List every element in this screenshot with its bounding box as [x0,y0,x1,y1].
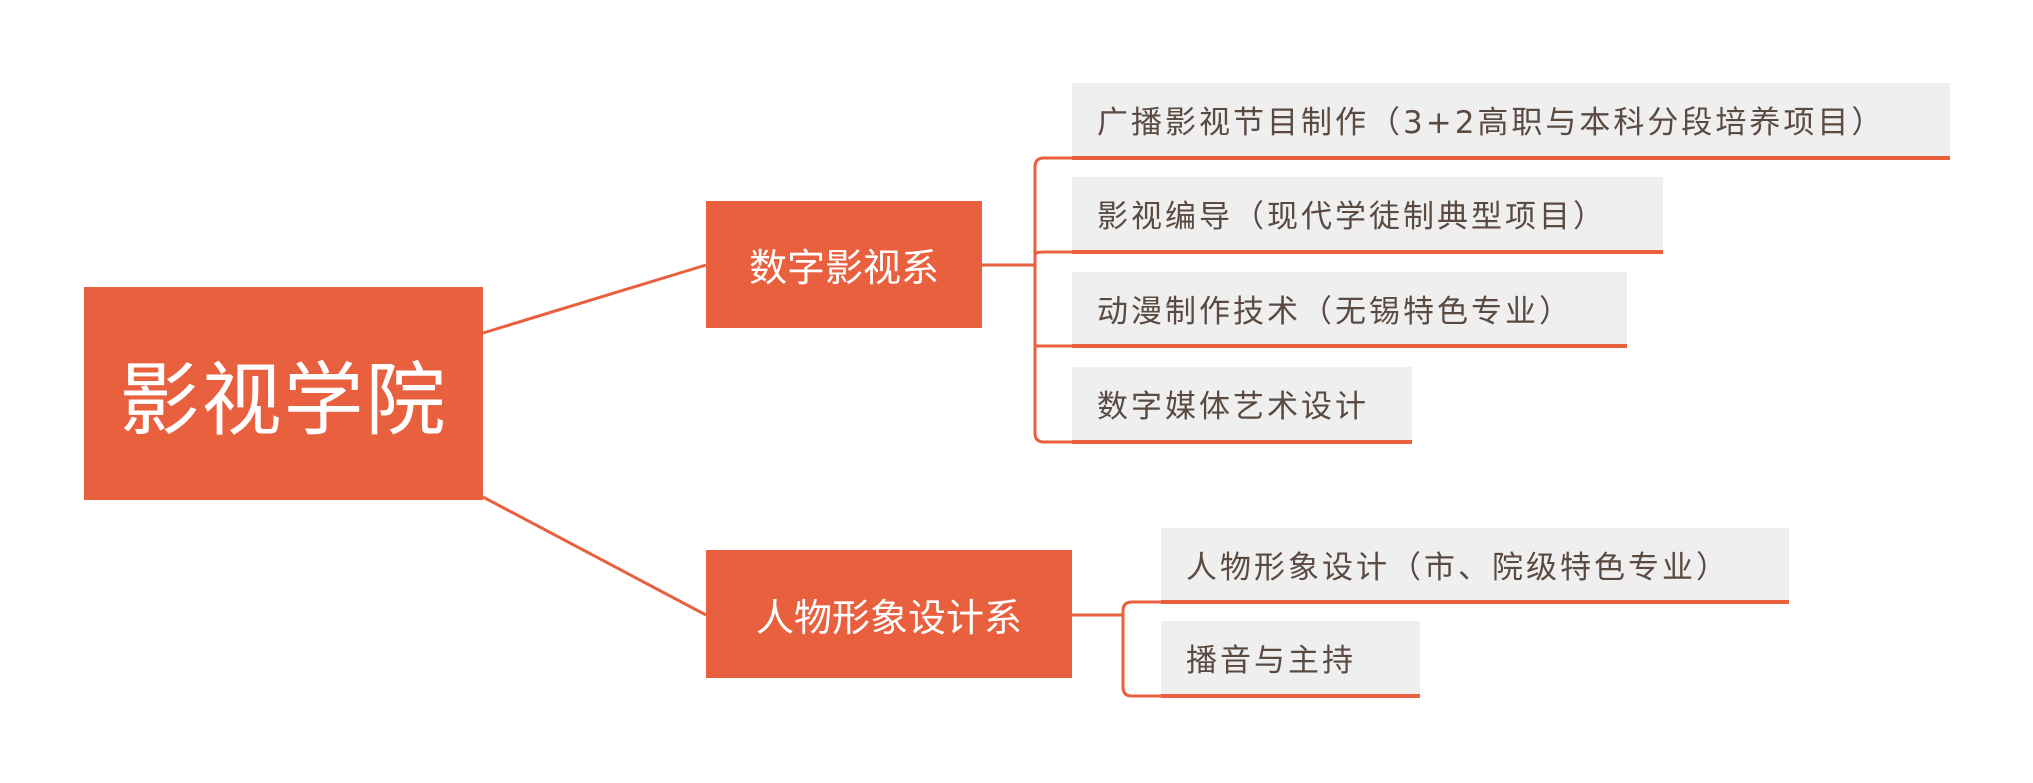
leaf-label: 人物形象设计（市、院级特色专业） [1186,549,1730,586]
leaf-label: 数字媒体艺术设计 [1097,389,1369,425]
bracket-branch-1 [1033,156,1072,444]
leaf-label: 广播影视节目制作（3+2高职与本科分段培养项目） [1097,105,1886,141]
leaf-node[interactable]: 播音与主持 [1161,621,1420,698]
leaf-node[interactable]: 动漫制作技术（无锡特色专业） [1072,272,1627,348]
branch-node-digital-film[interactable]: 数字影视系 [706,201,982,328]
leaf-label: 动漫制作技术（无锡特色专业） [1097,293,1573,330]
leaf-node[interactable]: 数字媒体艺术设计 [1072,367,1412,444]
root-label: 影视学院 [119,353,448,447]
branch-label: 人物形象设计系 [755,595,1022,640]
connector-root-to-branch-2 [482,495,707,617]
connector-root-to-branch-1 [482,263,707,335]
leaf-node[interactable]: 影视编导（现代学徒制典型项目） [1072,177,1663,254]
leaf-label: 播音与主持 [1186,643,1356,679]
bracket-branch-2 [1121,600,1161,698]
branch-label: 数字影视系 [748,246,939,290]
leaf-label: 影视编导（现代学徒制典型项目） [1097,199,1607,235]
leaf-node[interactable]: 人物形象设计（市、院级特色专业） [1161,528,1789,604]
root-node[interactable]: 影视学院 [84,287,483,500]
leaf-node[interactable]: 广播影视节目制作（3+2高职与本科分段培养项目） [1072,83,1950,160]
branch-node-image-design[interactable]: 人物形象设计系 [706,550,1072,678]
